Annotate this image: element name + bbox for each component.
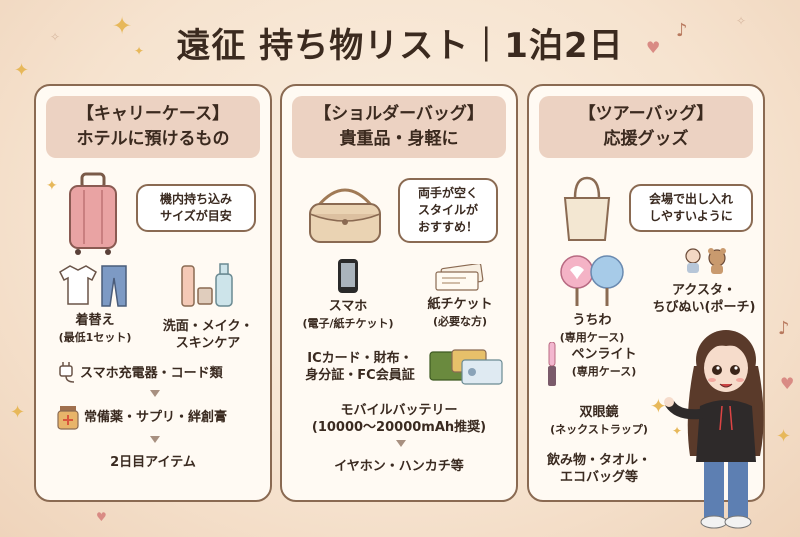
item-charger: スマホ充電器・コード類	[80, 366, 223, 381]
item-label: 飲み物・タオル・	[546, 453, 651, 468]
item-note: (専用ケース)	[571, 365, 637, 378]
cosmetics-icon	[181, 263, 233, 307]
bubble-line: スタイルが	[417, 203, 478, 217]
item-cosmetics: 洗面・メイク・ スキンケア	[150, 318, 266, 352]
bubble-line: サイズが目安	[160, 209, 232, 223]
item-label: 洗面・メイク・	[162, 319, 254, 334]
speech-bubble: 会場で出し入れ しやすいように	[629, 184, 753, 232]
heart-icon: ♥	[780, 374, 795, 393]
card-carry-case: 【キャリーケース】 ホテルに預けるもの ✦ 機内持ち込み サイズが目安 着替え …	[34, 84, 272, 502]
bubble-line: おすすめ！	[417, 220, 478, 234]
card-heading: 【ショルダーバッグ】	[314, 104, 484, 124]
smartphone-icon	[338, 259, 358, 293]
down-arrow-icon	[396, 440, 406, 447]
sparkle-icon: ✦	[776, 426, 792, 447]
item-note: (必要な方)	[432, 315, 488, 328]
sparkle-icon: ✦	[134, 44, 145, 58]
sparkle-icon: ✦	[650, 394, 667, 418]
sparkle-icon: ✧	[50, 30, 61, 44]
sparkle-icon: ✦	[46, 178, 58, 194]
item-clothes: 着替え (最低1セット)	[50, 312, 140, 346]
tote-bag-icon	[563, 176, 611, 241]
bubble-line: しやすいように	[649, 209, 733, 223]
card-subheading: ホテルに預けるもの	[76, 129, 230, 149]
item-smartphone: スマホ (電子/紙チケット)	[290, 298, 406, 332]
ticket-icon	[435, 264, 484, 291]
item-acrylic-stand: アクスタ・ ちびぬい(ポーチ)	[645, 282, 763, 316]
shoulder-bag-icon	[309, 188, 381, 243]
card-header: 【ショルダーバッグ】 貴重品・身軽に	[292, 96, 506, 158]
item-label: ペンライト	[571, 347, 637, 362]
uchiwa-fan-icon	[560, 255, 624, 306]
item-label: うちわ	[572, 313, 612, 328]
music-note-icon: ♪	[676, 20, 688, 41]
card-header: 【ツアーバッグ】 応援グッズ	[539, 96, 753, 158]
item-note: (10000〜20000mAh推奨)	[311, 420, 487, 435]
item-label: モバイルバッテリー	[340, 403, 458, 418]
item-label: 紙チケット	[427, 297, 493, 312]
item-medicine: 常備薬・サプリ・絆創膏	[84, 410, 228, 425]
speech-bubble: 機内持ち込み サイズが目安	[136, 184, 256, 232]
item-label: エコバッグ等	[559, 470, 638, 485]
item-note: (電子/紙チケット)	[302, 317, 394, 330]
sparkle-icon: ✦	[112, 12, 133, 40]
item-battery: モバイルバッテリー (10000〜20000mAh推奨)	[292, 402, 506, 436]
card-subheading: 貴重品・身軽に	[339, 129, 459, 149]
item-label: ICカード・財布・	[307, 351, 413, 366]
item-label: ちびぬい(ポーチ)	[652, 300, 756, 315]
bubble-line: 会場で出し入れ	[648, 192, 733, 206]
item-day2: 2日目アイテム	[110, 455, 196, 470]
heart-icon: ♥	[646, 38, 661, 57]
item-label: 着替え	[75, 313, 115, 328]
girl-illustration	[664, 330, 764, 529]
item-note: (ネックストラップ)	[550, 423, 648, 436]
sparkle-icon: ✧	[736, 14, 747, 28]
down-arrow-icon	[150, 436, 160, 443]
speech-bubble: 両手が空く スタイルが おすすめ！	[398, 178, 498, 243]
item-note: (最低1セット)	[58, 331, 132, 344]
item-label: スマホ	[328, 299, 368, 314]
card-subheading: 応援グッズ	[603, 129, 689, 149]
clothes-icon	[59, 265, 127, 307]
card-header: 【キャリーケース】 ホテルに預けるもの	[46, 96, 260, 158]
item-drinks: 飲み物・タオル・ エコバッグ等	[537, 452, 661, 486]
sparkle-icon: ✦	[672, 424, 683, 438]
card-heading: 【キャリーケース】	[76, 104, 230, 124]
heart-icon: ♥	[96, 510, 107, 524]
item-paper-ticket: 紙チケット (必要な方)	[408, 296, 512, 330]
item-penlight: ペンライト (専用ケース)	[559, 346, 649, 380]
item-label: アクスタ・	[672, 283, 736, 298]
bubble-line: 両手が空く	[417, 186, 478, 200]
item-cards: ICカード・財布・ 身分証・FC会員証	[290, 350, 430, 384]
item-label: 身分証・FC会員証	[305, 368, 415, 383]
bubble-line: 機内持ち込み	[159, 192, 232, 206]
wallet-cards-icon	[429, 349, 503, 385]
item-binoculars: 双眼鏡 (ネックストラップ)	[539, 404, 659, 438]
item-earphones: イヤホン・ハンカチ等	[334, 459, 464, 474]
item-uchiwa: うちわ (専用ケース)	[547, 312, 637, 346]
card-heading: 【ツアーバッグ】	[578, 104, 714, 124]
item-label: 双眼鏡	[579, 405, 619, 420]
music-note-icon: ♪	[778, 318, 790, 339]
medicine-icon	[57, 406, 79, 430]
plush-figure-icon	[685, 248, 726, 274]
penlight-icon	[548, 342, 556, 386]
suitcase-icon	[69, 172, 117, 255]
sparkle-icon: ✦	[10, 402, 26, 423]
sparkle-icon: ✦	[14, 60, 30, 81]
item-label: スキンケア	[175, 336, 241, 351]
page-title: 遠征 持ち物リスト｜1泊2日	[176, 26, 624, 66]
down-arrow-icon	[150, 390, 160, 397]
card-shoulder-bag: 【ショルダーバッグ】 貴重品・身軽に 両手が空く スタイルが おすすめ！ スマホ…	[280, 84, 518, 502]
charger-icon	[59, 362, 75, 383]
item-note: (専用ケース)	[559, 331, 625, 344]
